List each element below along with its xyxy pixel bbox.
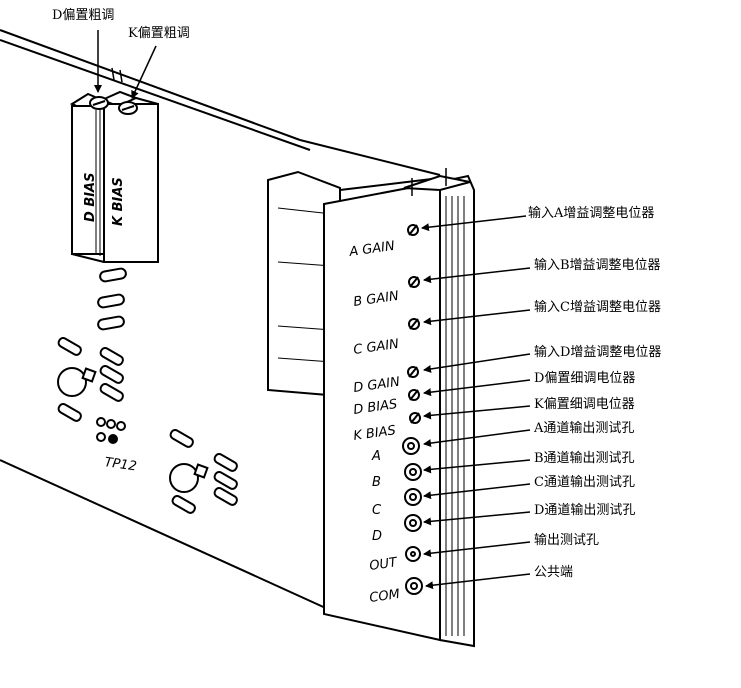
callout-c-gain: 输入C增益调整电位器 (534, 300, 661, 315)
callout-com: 公共端 (534, 565, 574, 580)
resistor (213, 470, 238, 490)
b-gain-pot-icon (408, 276, 420, 288)
board-edge-marks (111, 67, 123, 83)
circuit-board (0, 29, 441, 611)
callout-a-test: A通道输出测试孔 (534, 421, 635, 436)
trimmer-pot (169, 463, 199, 493)
panel-label-out: OUT (368, 555, 399, 574)
panel-label-b-gain: B GAIN (352, 289, 399, 310)
panel-label-d-bias: D BIAS (352, 397, 398, 418)
d-bias-pot-icon (408, 389, 420, 401)
resistor (99, 347, 124, 366)
b-test-jack-icon (404, 463, 422, 481)
panel-potentiometers (407, 224, 421, 424)
resistor (97, 293, 125, 309)
callout-out-test: 输出测试孔 (534, 533, 600, 548)
callout-c-test: C通道输出测试孔 (534, 475, 635, 490)
resistor (99, 383, 124, 402)
panel-label-com: COM (368, 587, 400, 606)
callout-d-test: D通道输出测试孔 (534, 503, 636, 518)
bias-trim-screws (89, 96, 138, 115)
test-point-label: TP12 (103, 455, 137, 474)
c-gain-pot-icon (408, 318, 420, 330)
resistor (213, 486, 238, 506)
callout-a-gain: 输入A增益调整电位器 (528, 206, 655, 221)
panel-label-c-gain: C GAIN (352, 337, 400, 358)
callout-k-bias-coarse: K偏置粗调 (128, 26, 190, 41)
out-test-jack-icon (405, 546, 421, 562)
c-test-jack-icon (404, 488, 422, 506)
a-gain-pot-icon (407, 224, 419, 236)
d-bias-module-label: D BIAS (83, 173, 98, 223)
panel-edge-ribs (445, 196, 465, 636)
callout-d-bias-fine: D偏置细调电位器 (534, 371, 636, 386)
com-jack-icon (405, 577, 423, 595)
resistor (97, 315, 125, 331)
resistor (171, 494, 196, 514)
trimmer-pot (57, 367, 87, 397)
callout-d-bias-coarse: D偏置粗调 (52, 8, 115, 23)
callout-b-gain: 输入B增益调整电位器 (534, 258, 661, 273)
panel-label-a: A (371, 449, 381, 464)
bias-module (69, 90, 159, 263)
resistor (169, 429, 194, 448)
panel-label-d: D (372, 529, 382, 544)
resistor (57, 403, 82, 422)
resistor (213, 452, 238, 472)
panel-label-a-gain: A GAIN (347, 239, 395, 260)
panel-label-d-gain: D GAIN (352, 375, 401, 396)
resistor (99, 267, 127, 283)
resistor (57, 337, 82, 356)
leader-arrows (94, 30, 531, 590)
panel-label-c: C (372, 503, 382, 518)
panel-label-k-bias: K BIAS (352, 423, 396, 444)
a-test-jack-icon (402, 437, 420, 455)
k-bias-module-label: K BIAS (111, 177, 126, 226)
resistor (99, 365, 124, 384)
board-components (57, 267, 238, 514)
callout-k-bias-fine: K偏置细调电位器 (534, 397, 635, 412)
panel-label-b: B (372, 475, 381, 490)
callout-b-test: B通道输出测试孔 (534, 451, 635, 466)
k-bias-pot-icon (409, 412, 421, 424)
panel-test-jacks (402, 437, 423, 595)
d-gain-pot-icon (407, 366, 419, 378)
callout-d-gain: 输入D增益调整电位器 (534, 345, 662, 360)
d-test-jack-icon (404, 514, 422, 532)
